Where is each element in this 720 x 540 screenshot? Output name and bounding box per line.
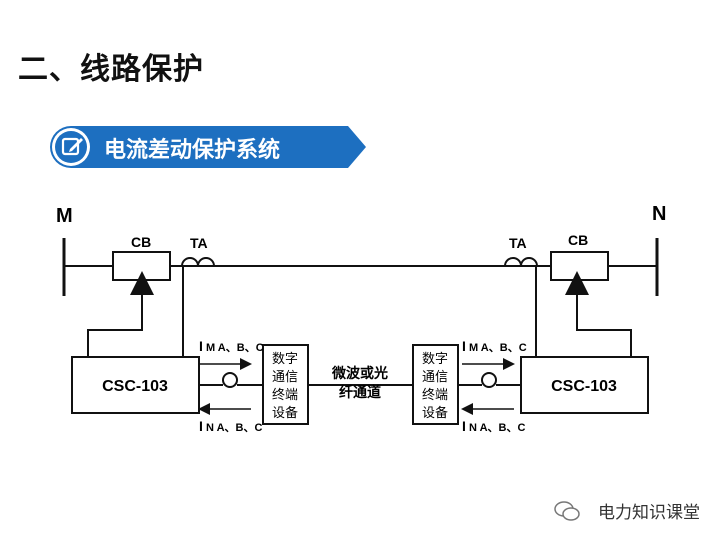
terminal-left-line-4: 设备 bbox=[272, 405, 298, 421]
page-title: 二、线路保护 bbox=[18, 52, 204, 87]
terminal-right-line-4: 设备 bbox=[422, 405, 448, 421]
relay-right bbox=[520, 356, 649, 414]
banner-shape bbox=[50, 126, 366, 168]
trip-arrow-left bbox=[87, 271, 154, 357]
bus-n-label: N bbox=[652, 203, 666, 225]
bus-m-label: M bbox=[56, 205, 73, 227]
relay-left-label: CSC-103 bbox=[102, 378, 168, 395]
terminal-left-line-2: 通信 bbox=[272, 370, 298, 385]
terminal-right-line-2: 通信 bbox=[422, 370, 448, 385]
cb-left bbox=[112, 251, 171, 281]
watermark-text: 电力知识课堂 bbox=[598, 503, 700, 523]
channel-label-1: 微波或光 bbox=[331, 365, 388, 382]
terminal-left bbox=[262, 344, 309, 425]
signal-left-top-sub: M A、B、C bbox=[206, 342, 264, 354]
terminal-left-line-3: 终端 bbox=[272, 387, 298, 403]
relay-right-label: CSC-103 bbox=[551, 378, 617, 395]
terminal-left-line-1: 数字 bbox=[272, 352, 298, 367]
signal-left-bottom-sub: N A、B、C bbox=[206, 422, 262, 434]
terminal-right-line-1: 数字 bbox=[422, 352, 448, 367]
signal-right-bottom-sub: N A、B、C bbox=[469, 422, 525, 434]
signal-right-bottom-i: I bbox=[462, 418, 466, 434]
cb-right bbox=[550, 251, 609, 281]
signal-right-top-sub: M A、B、C bbox=[469, 342, 527, 354]
ta-right bbox=[504, 257, 538, 267]
trip-arrow-right bbox=[565, 271, 632, 357]
ta-left bbox=[181, 257, 215, 267]
channel-label-2: 纤通道 bbox=[339, 384, 381, 401]
banner-title: 电流差动保护系统 bbox=[104, 138, 281, 163]
section-banner: 电流差动保护系统 bbox=[48, 124, 368, 170]
terminal-right bbox=[412, 344, 459, 425]
fiber-coil-left bbox=[222, 372, 238, 388]
fiber-coil-right bbox=[481, 372, 497, 388]
signal-left-top-i: I bbox=[199, 338, 203, 354]
signal-left-bottom-i: I bbox=[199, 418, 203, 434]
ta-right-label: TA bbox=[509, 235, 527, 251]
wechat-icon bbox=[554, 501, 580, 521]
terminal-right-line-3: 终端 bbox=[422, 387, 448, 403]
edit-icon bbox=[61, 137, 83, 156]
cb-right-label: CB bbox=[568, 232, 588, 248]
cb-left-label: CB bbox=[131, 234, 151, 250]
ta-left-label: TA bbox=[190, 235, 208, 251]
signal-right-top-i: I bbox=[462, 338, 466, 354]
